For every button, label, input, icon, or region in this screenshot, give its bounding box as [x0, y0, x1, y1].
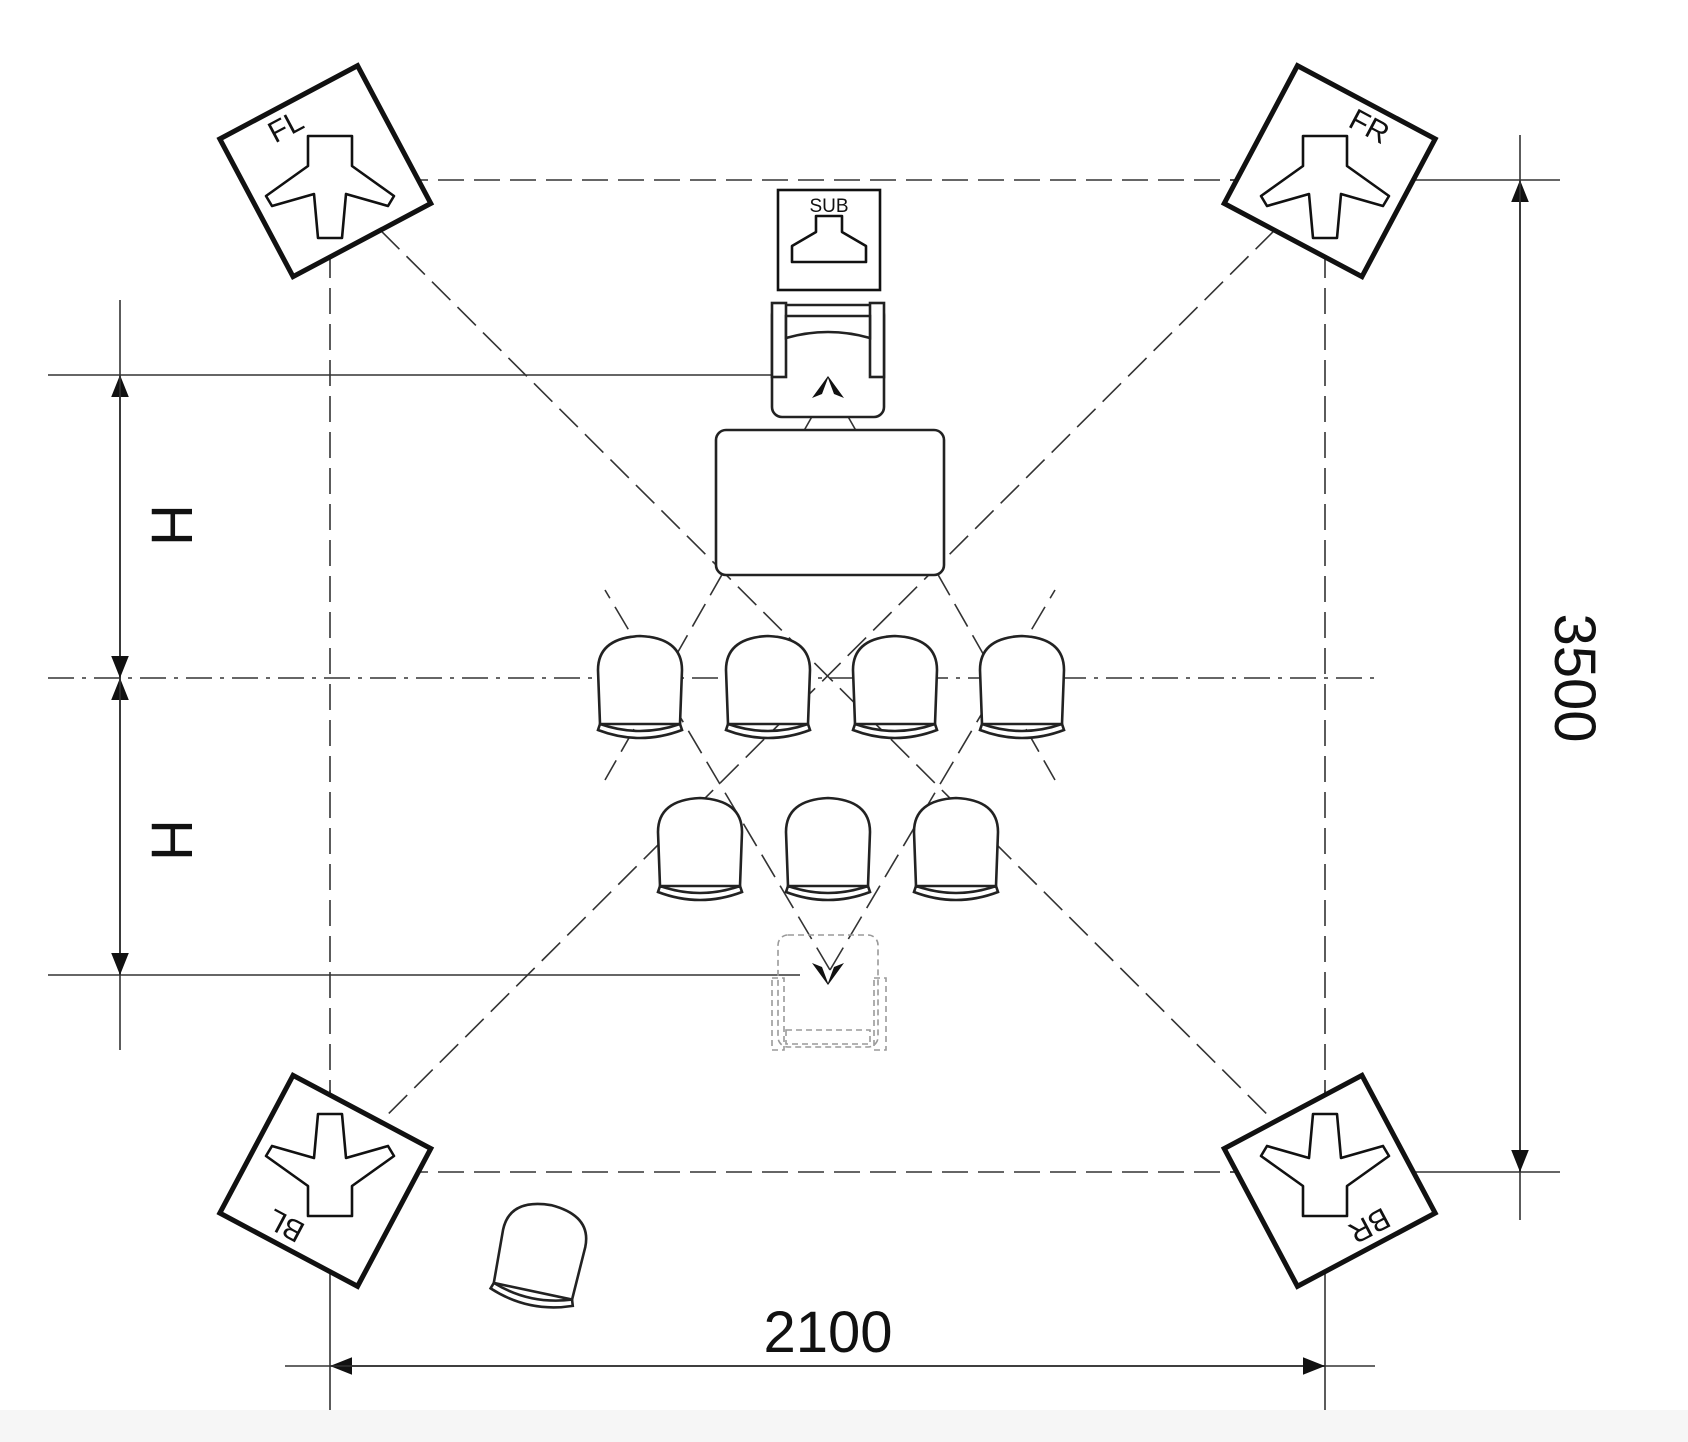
speaker-subwoofer: SUB	[776, 188, 882, 292]
speaker-front-left: FL	[216, 62, 435, 281]
seat	[784, 796, 872, 902]
seat	[724, 634, 812, 740]
speaker-back-left: BL	[216, 1071, 435, 1290]
footer-band	[0, 1410, 1688, 1442]
speaker-boundary	[329, 179, 1326, 1173]
speaker-back-right: BR	[1220, 1071, 1439, 1290]
seating-front-row	[596, 634, 1066, 740]
dimension-arrows	[111, 180, 1529, 1375]
seat	[912, 796, 1000, 902]
seating-second-row	[656, 796, 1000, 902]
h-lower-label: H	[139, 819, 204, 861]
seat	[656, 796, 744, 902]
speaker-front-right: FR	[1220, 62, 1439, 281]
depth-label: 3500	[1542, 613, 1607, 742]
extra-chair	[488, 1202, 588, 1309]
front-armchair	[770, 301, 886, 419]
width-label: 2100	[763, 1300, 892, 1365]
seat	[596, 634, 684, 740]
h-upper-label: H	[139, 504, 204, 546]
seat	[851, 634, 939, 740]
seat	[978, 634, 1066, 740]
coffee-table	[714, 428, 946, 577]
speaker-label-sub: SUB	[809, 196, 848, 217]
rear-armchair-alternative	[771, 934, 887, 1051]
